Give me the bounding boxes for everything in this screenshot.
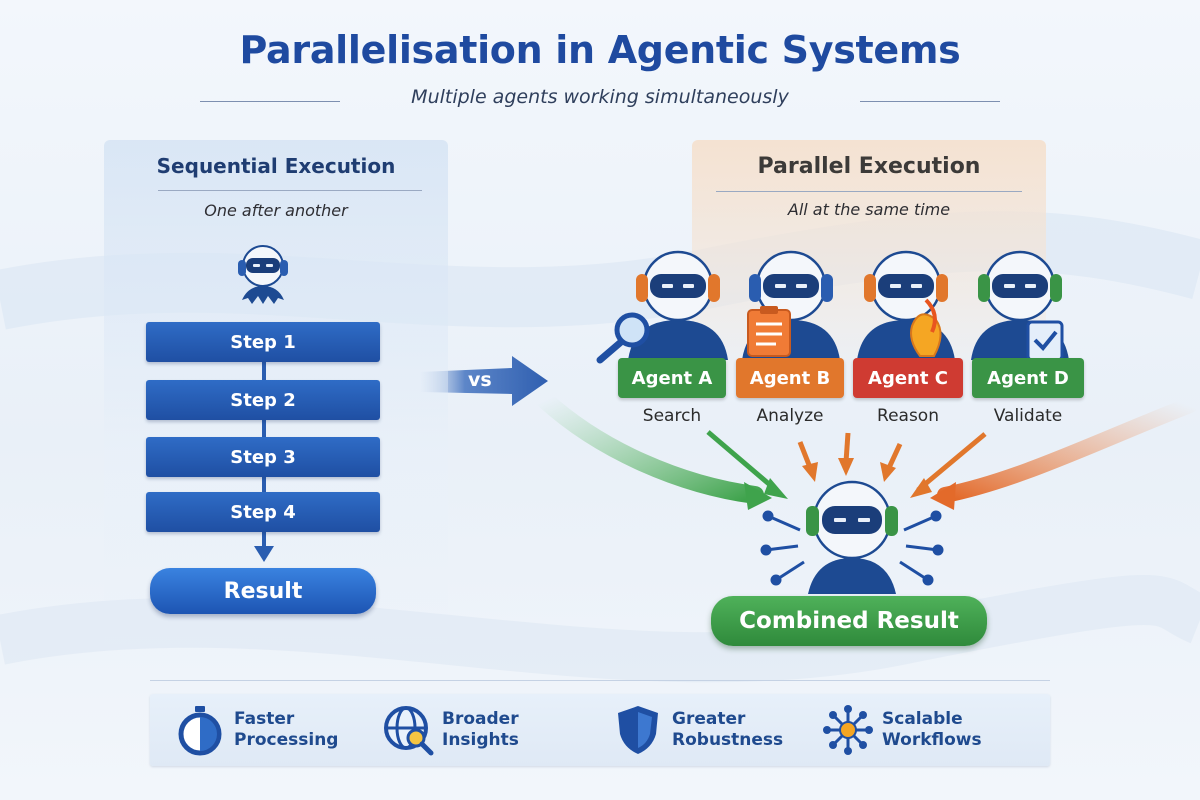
benefit-broader-insights: Broader Insights — [382, 694, 519, 766]
network-icon — [822, 704, 874, 756]
sequential-heading: Sequential Execution — [156, 154, 396, 178]
benefit-label-line2: Workflows — [882, 730, 982, 750]
benefit-label-line1: Scalable — [882, 709, 963, 729]
agent-a-role: Search — [642, 406, 702, 426]
benefit-label-line2: Insights — [442, 730, 519, 750]
sequential-rule — [158, 190, 422, 191]
step-4: Step 4 — [146, 492, 380, 532]
combined-robot-icon — [760, 480, 944, 594]
agent-c-label: Agent C — [853, 358, 963, 398]
benefit-scalable-workflows: Scalable Workflows — [822, 694, 982, 766]
agent-d-robot-icon — [971, 250, 1069, 360]
step-1: Step 1 — [146, 322, 380, 362]
agent-robots — [596, 250, 1069, 364]
page-title: Parallelisation in Agentic Systems — [239, 28, 961, 72]
agent-b-label: Agent B — [736, 358, 844, 398]
parallel-heading: Parallel Execution — [757, 154, 981, 179]
benefits-bar: Faster Processing Broader Insights — [150, 694, 1050, 766]
convergence-arrows — [706, 430, 987, 499]
agent-d-label: Agent D — [972, 358, 1084, 398]
clipboard-icon — [747, 306, 791, 357]
benefit-faster-processing: Faster Processing — [174, 694, 338, 766]
result-button: Result — [150, 568, 376, 614]
benefit-greater-robustness: Greater Robustness — [612, 694, 783, 766]
subtitle-rule-left — [200, 101, 340, 102]
benefit-label-line1: Faster — [234, 709, 295, 729]
agent-b-role: Analyze — [756, 406, 824, 426]
benefit-label-line1: Greater — [672, 709, 746, 729]
sequential-note: One after another — [204, 201, 348, 220]
combined-result-button: Combined Result — [711, 596, 987, 646]
stopwatch-icon — [174, 704, 226, 756]
robot-icon — [238, 245, 288, 304]
step-3: Step 3 — [146, 437, 380, 477]
magnifier-icon — [596, 312, 650, 364]
agent-d-role: Validate — [993, 406, 1063, 426]
vs-arrow — [420, 356, 548, 406]
parallel-note: All at the same time — [787, 200, 951, 219]
step-2: Step 2 — [146, 380, 380, 420]
vs-label: vs — [468, 369, 492, 391]
globe-search-icon — [382, 704, 434, 756]
agent-c-role: Reason — [877, 406, 939, 426]
agent-a-label: Agent A — [618, 358, 726, 398]
agent-c-robot-icon — [857, 250, 955, 360]
page-subtitle: Multiple agents working simultaneously — [411, 86, 789, 108]
checklist-icon — [1026, 320, 1064, 362]
shield-icon — [612, 704, 664, 756]
lightbulb-icon — [910, 298, 942, 357]
agent-a-robot-icon — [628, 250, 728, 360]
benefit-label-line2: Robustness — [672, 730, 784, 750]
benefits-rule — [150, 680, 1050, 681]
benefit-label-line2: Processing — [234, 730, 339, 750]
benefit-label-line1: Broader — [442, 709, 519, 729]
subtitle-rule-right — [860, 101, 1000, 102]
parallel-rule — [716, 191, 1022, 192]
